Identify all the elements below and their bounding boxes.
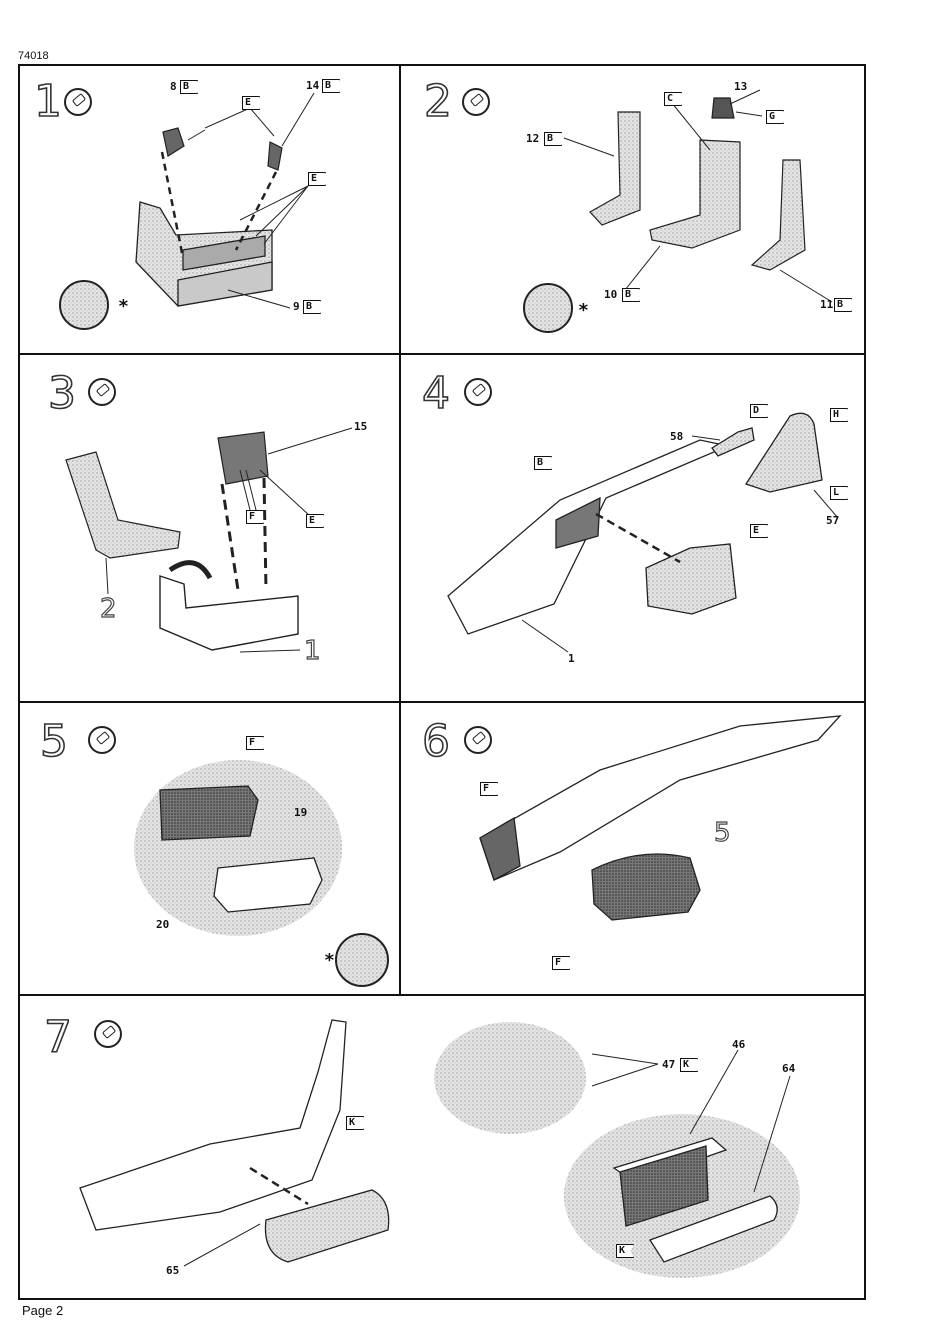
part-label: 14 — [306, 79, 319, 92]
fuselage-with-cockpit — [480, 716, 840, 920]
part-label: 19 — [294, 806, 307, 819]
star-marker: * — [118, 296, 129, 317]
star-marker: * — [324, 950, 335, 971]
part-label: 9 — [293, 300, 300, 313]
sub-assembly-number: 1 — [304, 636, 321, 666]
mirror-pair-icon — [60, 281, 108, 329]
nozzle-detail-bubble — [434, 1022, 800, 1278]
part-label: 58 — [670, 430, 683, 443]
part-label: 65 — [166, 1264, 179, 1277]
part-label: 10 — [604, 288, 617, 301]
part-label: 20 — [156, 918, 169, 931]
mirror-pair-icon — [336, 934, 388, 986]
part-label: 1 — [568, 652, 575, 665]
seat-assembly — [66, 432, 268, 558]
part-label: 47 — [662, 1058, 675, 1071]
part-label: 12 — [526, 132, 539, 145]
sub-assembly-number: 5 — [714, 818, 731, 848]
sub-assembly-number: 2 — [100, 594, 117, 624]
star-marker: * — [578, 300, 589, 321]
part-label: 64 — [782, 1062, 795, 1075]
part-label: 15 — [354, 420, 367, 433]
part-label: 8 — [170, 80, 177, 93]
part-label: 11 — [820, 298, 833, 311]
part-label: 57 — [826, 514, 839, 527]
tail-section — [80, 1020, 346, 1230]
part-label: 46 — [732, 1038, 745, 1051]
mirror-pair-icon — [524, 284, 572, 332]
part-label: 13 — [734, 80, 747, 93]
